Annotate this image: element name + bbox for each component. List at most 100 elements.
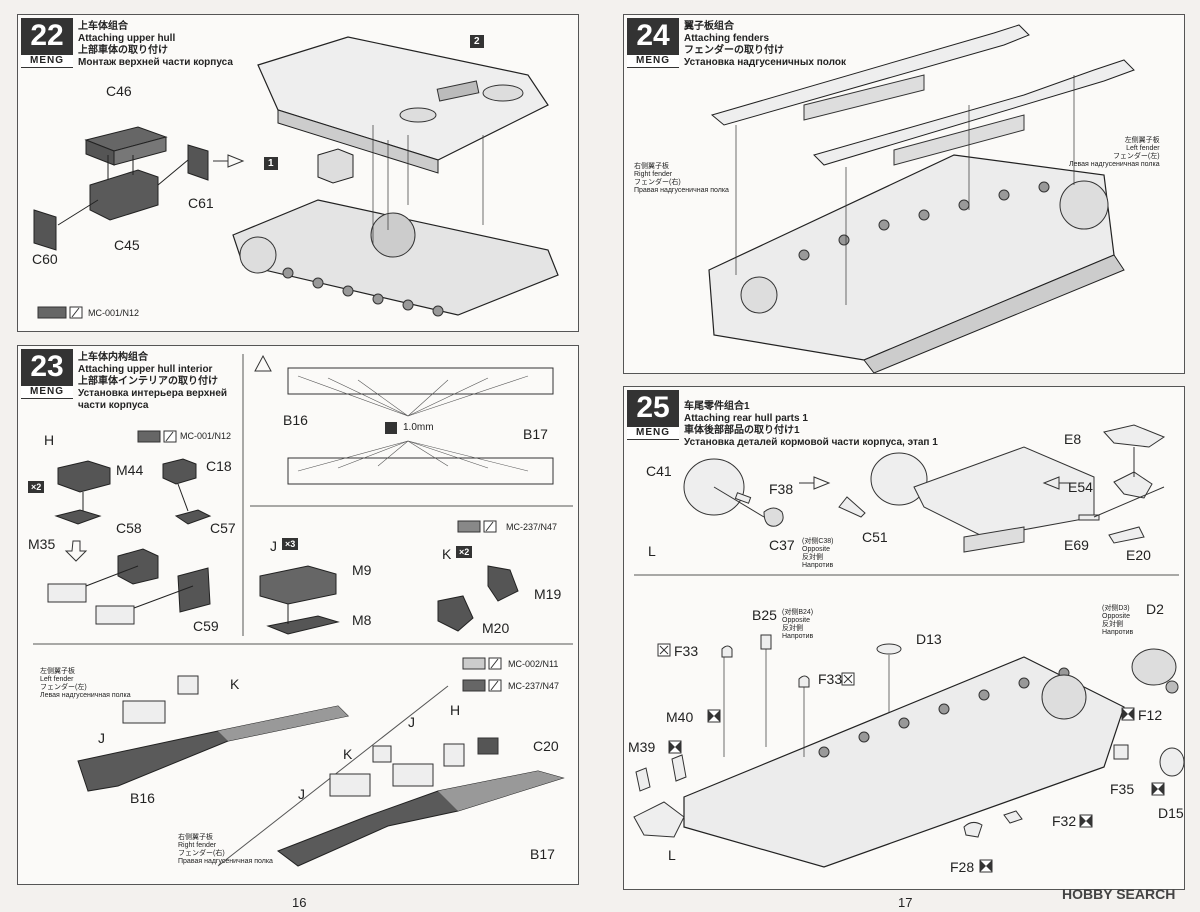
- opposite-en: Opposite: [802, 546, 831, 553]
- page-number-left: 16: [292, 895, 307, 910]
- step22-title-ru: Монтаж верхней части корпуса: [78, 57, 233, 68]
- step23-diagram: [33, 354, 573, 867]
- part-label-f12: F12: [1138, 707, 1163, 723]
- part-label-e69: E69: [1064, 537, 1089, 553]
- step23-title-jp: 上部車体インテリアの取り付け: [78, 376, 218, 387]
- step24-title-en: Attaching fenders: [684, 33, 770, 44]
- color-code: MC-237/N47: [508, 681, 560, 691]
- opposite-en: Opposite: [1102, 613, 1131, 620]
- step25-number: 25: [636, 391, 670, 424]
- part-label-b16: B16: [130, 790, 155, 806]
- qty-badge: ×2: [28, 481, 45, 493]
- part-label-b17: B17: [523, 426, 548, 442]
- right-fender-ru: Правая надгусеничная полка: [634, 187, 729, 194]
- left-fender-jp: フェンダー(左): [1112, 153, 1160, 160]
- d3-note: (对侧D3): [1102, 605, 1130, 612]
- d3-opposite-note: (对侧D3) Opposite 反対側 Напротив: [1102, 605, 1133, 637]
- step22-title-en: Attaching upper hull: [78, 33, 176, 44]
- part-label-c61: C61: [188, 195, 214, 211]
- right-fender-cn: 右侧翼子板: [634, 163, 669, 170]
- step25-panel: 25 MENG 车尾零件组合1 Attaching rear hull part…: [623, 386, 1185, 890]
- step25-diagram: [633, 424, 1184, 873]
- part-label-f33: F33: [818, 671, 843, 687]
- c37-opposite-note: (对侧C38) Opposite 反対側 Напротив: [802, 538, 834, 570]
- color-code: MC-237/N47: [506, 522, 558, 532]
- step22-panel: 22 MENG 上车体组合 Attaching upper hull 上部車体の…: [17, 14, 579, 332]
- right-fender-jp: フェンダー(右): [178, 850, 225, 857]
- left-fender-caption: 左侧翼子板 Left fender フェンダー(左) Левая надгусе…: [1069, 137, 1160, 169]
- part-label-l: L: [668, 847, 676, 863]
- part-label-c57: C57: [210, 520, 236, 536]
- part-label-b16: B16: [283, 412, 308, 428]
- step25-title-ru: Установка деталей кормовой части корпуса…: [684, 437, 938, 448]
- c38-note: (对侧C38): [802, 538, 834, 545]
- b24-note: (对侧B24): [782, 609, 814, 616]
- part-label-k: K: [230, 676, 240, 692]
- qty-badge: ×3: [282, 538, 299, 550]
- opposite-en: Opposite: [782, 617, 811, 624]
- step23-badge: 23 MENG: [21, 349, 73, 399]
- part-label-f28: F28: [950, 859, 975, 875]
- left-fender-caption: 左侧翼子板 Left fender フェンダー(左) Левая надгусе…: [40, 668, 131, 700]
- opposite-ru: Напротив: [782, 633, 814, 640]
- left-fender-ru: Левая надгусеничная полка: [1069, 161, 1160, 168]
- step22-diagram: [33, 36, 559, 319]
- b24-opposite-note: (对侧B24) Opposite 反対側 Напротив: [782, 609, 813, 641]
- left-fender-ru: Левая надгусеничная полка: [40, 692, 131, 699]
- part-label-b25: B25: [752, 607, 777, 623]
- step23-title-cn: 上车体内构组合: [78, 352, 148, 363]
- part-label-c60: C60: [32, 251, 58, 267]
- right-fender-ru: Правая надгусеничная полка: [178, 858, 273, 865]
- step24-badge: 24 MENG: [627, 18, 679, 68]
- part-label-d13: D13: [916, 631, 942, 647]
- part-label-h: H: [44, 432, 55, 448]
- step24-panel: 24 MENG 翼子板组合 Attaching fenders フェンダーの取り…: [623, 14, 1185, 374]
- qty-badge: ×2: [456, 546, 473, 558]
- part-label-j: J: [98, 730, 105, 746]
- part-label-c41: C41: [646, 463, 672, 479]
- right-fender-en: Right fender: [178, 842, 217, 849]
- part-label-f38: F38: [769, 481, 794, 497]
- part-label-d2: D2: [1146, 601, 1164, 617]
- part-label-b17: B17: [530, 846, 555, 862]
- part-label-e54: E54: [1068, 479, 1093, 495]
- part-label-f33: F33: [674, 643, 699, 659]
- part-label-e8: E8: [1064, 431, 1082, 447]
- step23-title: 上车体内构组合 Attaching upper hull interior 上部…: [78, 352, 227, 412]
- part-label-k: K: [343, 746, 353, 762]
- page-number-right: 17: [898, 895, 913, 910]
- step24-title-cn: 翼子板组合: [684, 21, 734, 32]
- step22-badge: 22 MENG: [21, 18, 73, 68]
- meng-logo: MENG: [627, 55, 679, 67]
- right-fender-caption: 右侧翼子板 Right fender フェンダー(右) Правая надгу…: [178, 834, 273, 866]
- part-label-m8: M8: [352, 612, 372, 628]
- step24-title: 翼子板组合 Attaching fenders フェンダーの取り付け Устан…: [684, 21, 846, 69]
- marker-2: 2: [470, 35, 484, 48]
- part-label-c20: C20: [533, 738, 559, 754]
- left-fender-jp: フェンダー(左): [40, 684, 87, 691]
- meng-logo: MENG: [21, 55, 73, 67]
- step22-title: 上车体组合 Attaching upper hull 上部車体の取り付け Мон…: [78, 21, 233, 69]
- step25-title-jp: 車体後部部品の取り付け1: [684, 425, 800, 436]
- opposite-jp: 反対側: [782, 625, 803, 632]
- step23-title-en: Attaching upper hull interior: [78, 364, 213, 375]
- part-label-d15: D15: [1158, 805, 1184, 821]
- step22-title-cn: 上车体组合: [78, 21, 128, 32]
- part-label-c58: C58: [116, 520, 142, 536]
- opposite-ru: Напротив: [802, 562, 834, 569]
- part-label-c51: C51: [862, 529, 888, 545]
- part-label-m20: M20: [482, 620, 510, 636]
- part-label-c45: C45: [114, 237, 140, 253]
- part-label-l: L: [648, 543, 656, 559]
- step25-title-cn: 车尾零件组合1: [684, 401, 750, 412]
- meng-logo: MENG: [627, 427, 679, 439]
- part-label-f35: F35: [1110, 781, 1135, 797]
- step24-title-jp: フェンダーの取り付け: [684, 45, 784, 56]
- right-fender-cn: 右侧翼子板: [178, 834, 213, 841]
- part-label-e20: E20: [1126, 547, 1151, 563]
- step23-title-ru2: части корпуса: [78, 400, 149, 411]
- left-fender-en: Left fender: [40, 676, 74, 683]
- opposite-jp: 反対側: [1102, 621, 1123, 628]
- color-code: MC-001/N12: [180, 431, 232, 441]
- meng-logo: MENG: [21, 386, 73, 398]
